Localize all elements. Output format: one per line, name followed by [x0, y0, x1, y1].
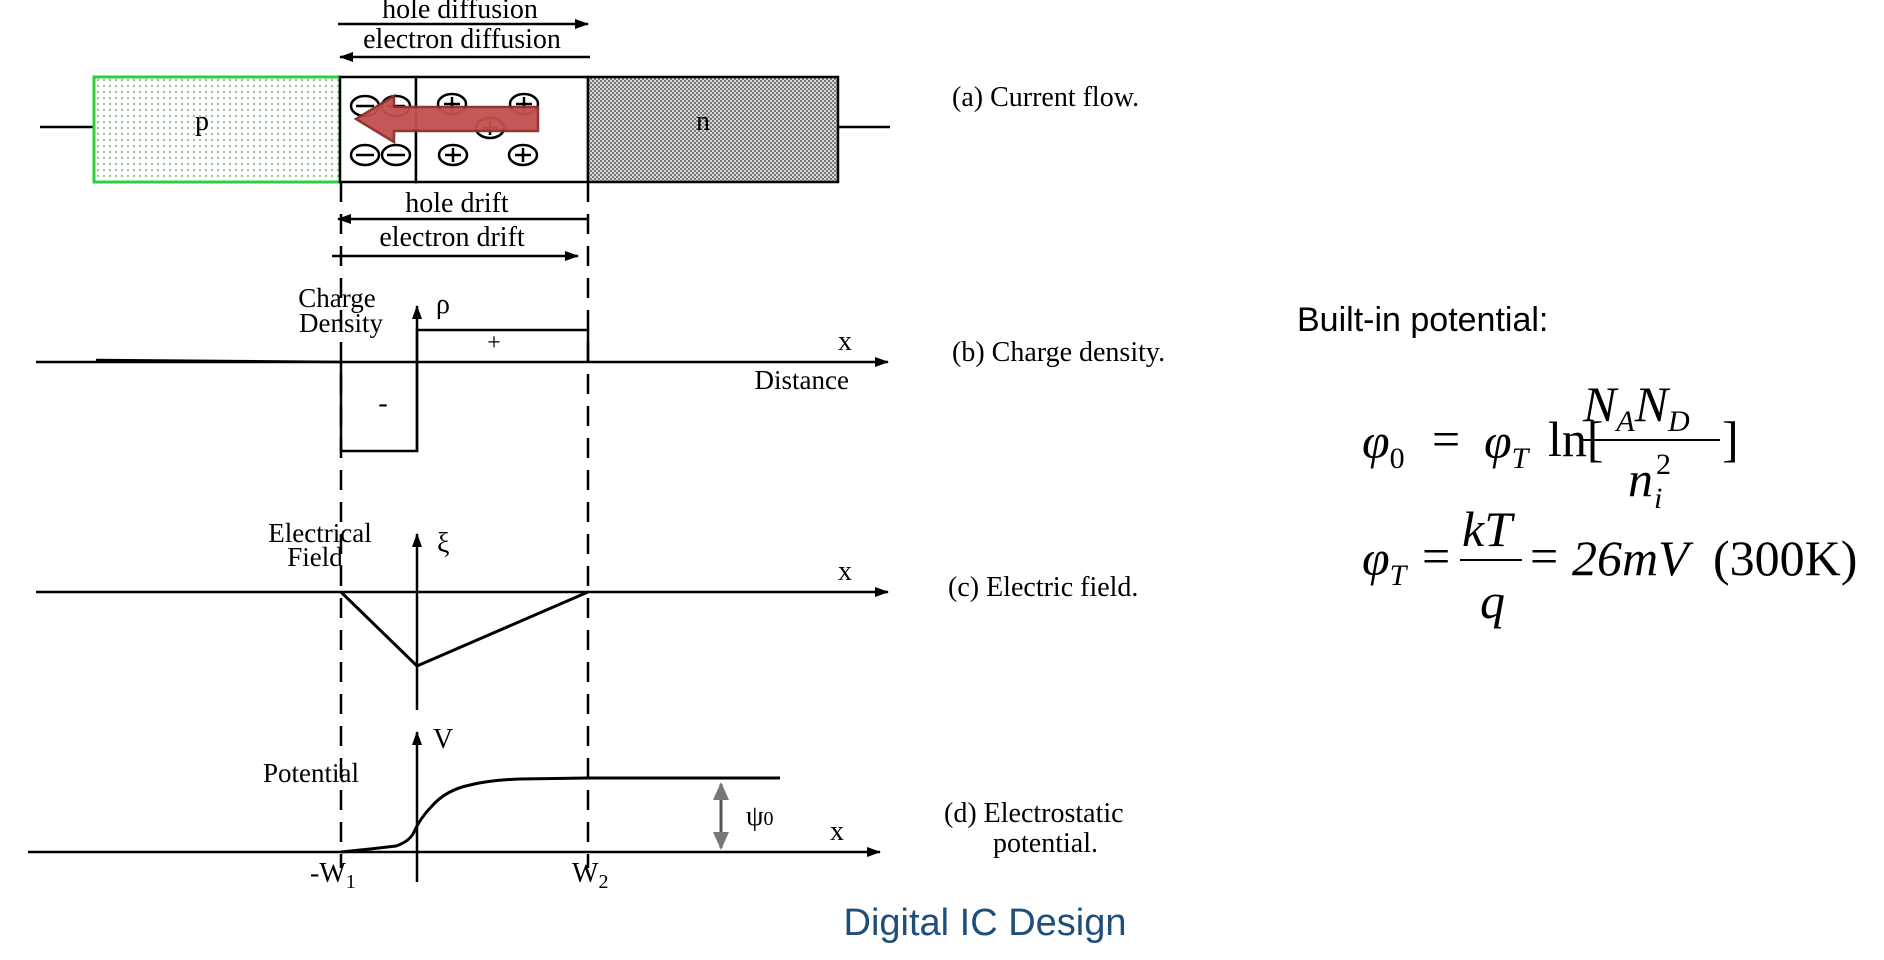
hole-diffusion-label: hole diffusion [382, 0, 538, 25]
potential-plot: Potential V x ψ0 -W1 W2 [28, 724, 881, 893]
charge-density-plot: Charge Density ρ x Distance - + [36, 283, 889, 453]
footer-title: Digital IC Design [844, 902, 1127, 944]
hole-drift-label: hole drift [405, 188, 509, 219]
negative-charge-sign: - [378, 388, 387, 419]
potential-ylabel: Potential [263, 758, 359, 788]
n-region-label: n [696, 106, 710, 137]
positive-charge-sign: + [487, 330, 501, 356]
field-x-symbol: x [838, 556, 852, 587]
built-in-potential-formula: Built-in potential: φ0 = φT ln[ NAND n i… [1297, 301, 1857, 629]
tick-minus-w1: -W1 [310, 858, 356, 893]
tick-w2: W2 [572, 858, 608, 893]
charge-x-symbol: x [838, 326, 852, 357]
close-bracket: ] [1722, 411, 1739, 467]
psi-arrow-head-top [713, 782, 729, 800]
electron-diffusion-label: electron diffusion [363, 24, 561, 55]
rho-symbol: ρ [436, 289, 450, 320]
caption-electric-field: (c) Electric field. [948, 572, 1138, 603]
numerator-NA-ND: NAND [1582, 376, 1690, 438]
phiT-2: φT [1362, 530, 1409, 592]
v-symbol: V [433, 724, 453, 755]
charge-density-curve [95, 328, 590, 453]
caption-potential-line2: potential. [993, 828, 1098, 859]
eq3: = [1530, 528, 1558, 584]
ni-sup-2: 2 [1656, 448, 1671, 481]
denominator-q: q [1480, 573, 1505, 629]
caption-current-flow: (a) Current flow. [952, 82, 1139, 113]
phi0: φ0 [1362, 413, 1405, 475]
electric-field-plot: Electrical Field ξ x [36, 518, 889, 710]
n-region [586, 75, 840, 184]
electron-drift-label: electron drift [379, 222, 525, 253]
electric-field-curve [339, 590, 589, 668]
eq1: = [1432, 411, 1460, 467]
p-region [92, 75, 342, 184]
xi-symbol: ξ [437, 528, 449, 559]
thermal-voltage-value: 26mV [1572, 530, 1694, 586]
temperature-label: (300K) [1713, 530, 1857, 586]
ni-sub-i: i [1654, 482, 1662, 515]
numerator-kT: kT [1462, 501, 1515, 557]
phiT-1: φT [1484, 413, 1531, 475]
eq2: = [1422, 528, 1450, 584]
distance-label: Distance [755, 365, 849, 395]
potential-x-symbol: x [830, 816, 844, 847]
caption-charge-density: (b) Charge density. [952, 337, 1165, 368]
field-ylabel-line2: Field [287, 542, 343, 572]
psi-label: ψ0 [746, 801, 774, 832]
denominator-ni2: n [1628, 451, 1653, 507]
charge-ylabel-line1: Charge [298, 283, 375, 313]
potential-curve [340, 776, 780, 854]
psi-arrow-head-bottom [713, 832, 729, 850]
field-ylabel-line1: Electrical [268, 518, 371, 548]
p-region-label: p [195, 106, 209, 137]
caption-potential-line1: (d) Electrostatic [944, 798, 1124, 829]
formula-heading: Built-in potential: [1297, 301, 1548, 339]
current-flow-diagram: hole diffusion electron diffusion p n [40, 0, 890, 261]
drift-current-arrow [353, 93, 540, 145]
charge-ylabel-line2: Density [299, 308, 383, 338]
